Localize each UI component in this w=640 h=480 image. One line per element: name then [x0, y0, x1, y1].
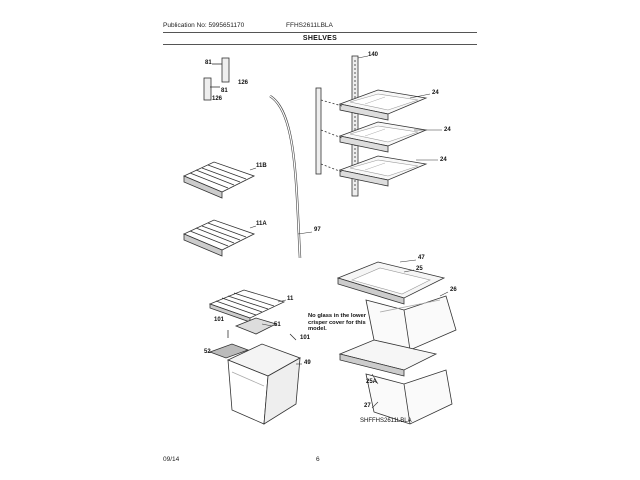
callout-51: 51	[274, 322, 281, 328]
callout-101: 101	[300, 335, 311, 341]
callout-49: 49	[304, 360, 311, 366]
callout-140: 140	[368, 52, 379, 58]
bracket-part	[203, 57, 230, 101]
wire-shelf-11-part	[208, 289, 286, 323]
callout-97: 97	[314, 227, 321, 233]
callout-25: 25	[416, 266, 423, 272]
section-title: SHELVES	[302, 35, 338, 42]
crisper-note: No glass in the lower crisper cover for …	[308, 313, 366, 333]
model-number: FFHS2611LBLA	[286, 22, 333, 29]
callout-24: 24	[440, 157, 447, 163]
publication-number: Publication No: 5995651170	[163, 22, 245, 29]
crisper-bin-49-part	[226, 343, 301, 425]
callout-11: 11	[287, 296, 294, 302]
callout-11b: 11B	[256, 163, 267, 169]
callout-47: 47	[418, 255, 425, 261]
callout-27: 27	[364, 403, 371, 409]
callout-81: 81	[205, 60, 212, 66]
glass-shelf-part	[338, 89, 428, 121]
callout-52: 52	[204, 349, 211, 355]
diagram-id: SHFFHS2611LBLA	[360, 418, 412, 424]
crisper-cover-upper-part	[336, 261, 446, 305]
callout-126: 126	[238, 80, 249, 86]
callout-11a: 11A	[256, 221, 267, 227]
header-rule	[163, 32, 477, 33]
callout-24: 24	[432, 90, 439, 96]
title-rule	[163, 44, 477, 45]
crisper-cover-lower-part	[338, 339, 438, 377]
glass-shelf-part	[338, 155, 428, 187]
shelf-rail-part	[315, 87, 343, 175]
crisper-cover-part	[208, 317, 297, 359]
callout-81: 81	[221, 88, 228, 94]
wire-shelf-11b-part	[183, 161, 256, 199]
callout-26: 26	[450, 287, 457, 293]
footer-date: 09/14	[163, 456, 180, 463]
leader-lines	[249, 55, 449, 409]
callout-25a: 25A	[366, 379, 378, 385]
callout-24: 24	[444, 127, 451, 133]
callout-101: 101	[214, 317, 225, 323]
crisper-drawer-27-part	[365, 369, 453, 425]
page-number: 6	[316, 456, 320, 463]
wire-shelf-11a-part	[183, 219, 256, 257]
callout-126: 126	[212, 96, 223, 102]
